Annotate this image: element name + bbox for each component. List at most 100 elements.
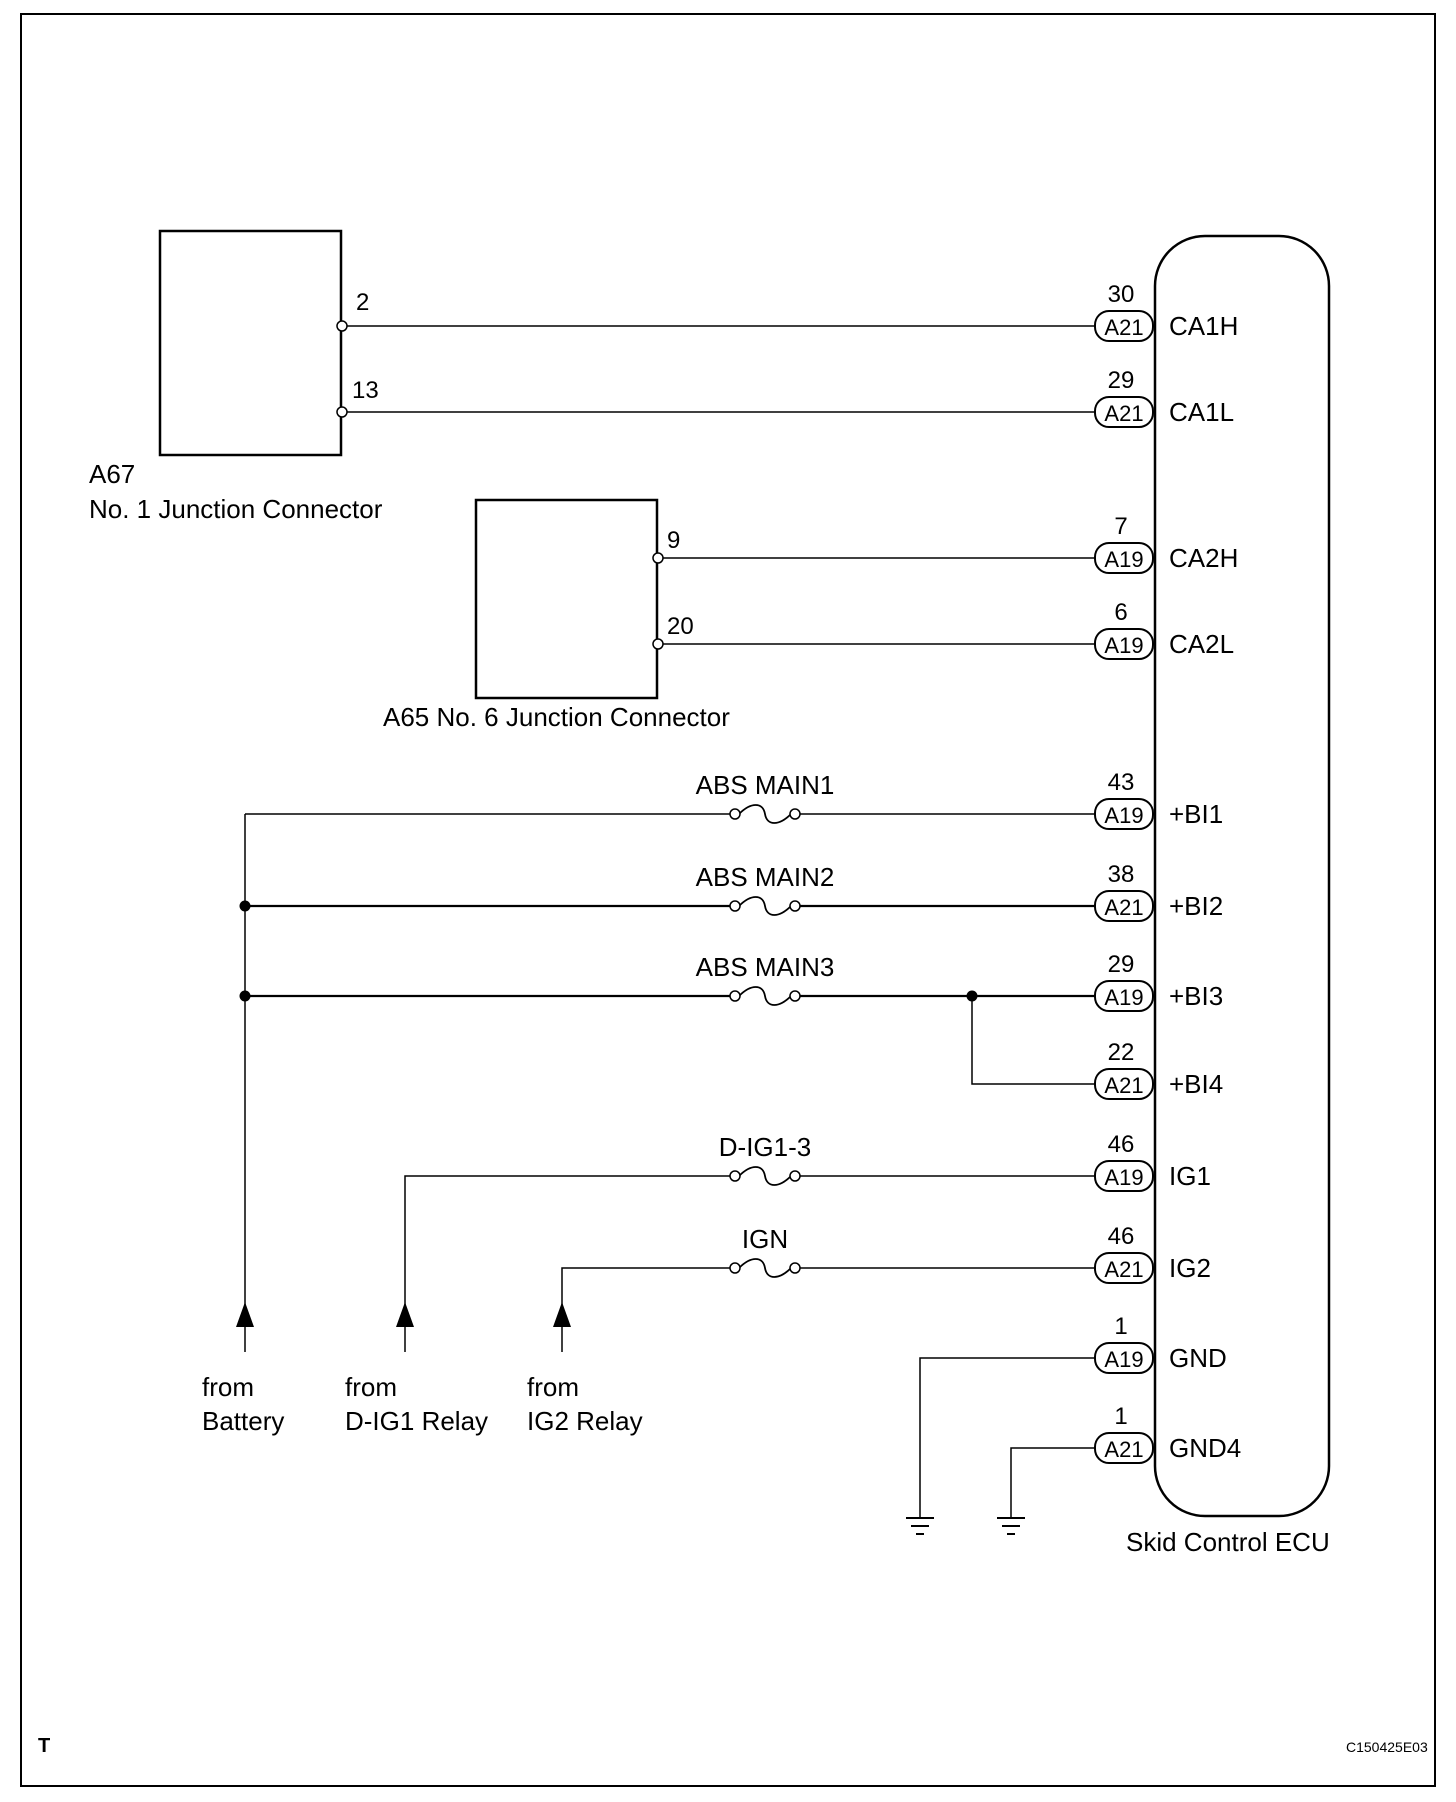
connector-code: A19 xyxy=(1104,803,1143,828)
pin-signal-name: +BI1 xyxy=(1169,799,1223,829)
connector-code: A19 xyxy=(1104,985,1143,1010)
junction-a65-box xyxy=(474,498,659,700)
pin-number: 22 xyxy=(1108,1039,1135,1066)
connector-code: A21 xyxy=(1104,1437,1143,1462)
source-label: IG2 Relay xyxy=(527,1406,643,1436)
junction-a67-pin: 2 xyxy=(356,289,369,316)
pin-signal-name: CA1H xyxy=(1169,311,1238,341)
junction-a65-pin: 20 xyxy=(667,613,694,640)
pin-number: 46 xyxy=(1108,1223,1135,1250)
connector-code: A21 xyxy=(1104,1073,1143,1098)
terminal-dot xyxy=(336,320,348,332)
fuse-icon xyxy=(738,986,792,1006)
junction-a67-pin: 13 xyxy=(352,377,379,404)
pin-signal-name: +BI4 xyxy=(1169,1069,1223,1099)
connector-badge xyxy=(1094,396,1154,428)
source-label: Battery xyxy=(202,1406,284,1436)
splice-dot xyxy=(966,990,978,1002)
fuse: IGN xyxy=(729,1224,801,1278)
connector-badge xyxy=(1094,542,1154,574)
fuse-label: IGN xyxy=(742,1224,788,1254)
junction-a65-label: A65 No. 6 Junction Connector xyxy=(383,702,730,732)
ecu-pin-group: A2130CA1HA2129CA1LA197CA2HA196CA2LA1943+… xyxy=(1094,281,1241,1464)
fuse-icon xyxy=(738,1258,792,1278)
fuse-label: ABS MAIN2 xyxy=(696,862,835,892)
connector-code: A19 xyxy=(1104,1165,1143,1190)
pin-signal-name: CA2H xyxy=(1169,543,1238,573)
connector-code: A21 xyxy=(1104,1257,1143,1282)
pin-signal-name: +BI2 xyxy=(1169,891,1223,921)
fuse: ABS MAIN2 xyxy=(696,862,835,916)
pin-number: 1 xyxy=(1114,1313,1127,1340)
arrow-up-icon xyxy=(553,1302,571,1327)
connector-badge xyxy=(1094,310,1154,342)
pin-number: 29 xyxy=(1108,367,1135,394)
wire-ig2 xyxy=(561,1267,1095,1352)
arrow-up-icon xyxy=(396,1302,414,1327)
connector-badge xyxy=(1094,1432,1154,1464)
pin-signal-name: CA1L xyxy=(1169,397,1234,427)
junction-a65-pin: 9 xyxy=(667,527,680,554)
ecu-pin: A19 43 +BI1 xyxy=(1094,769,1223,830)
sheet-mark: T xyxy=(38,1735,50,1757)
pin-number: 7 xyxy=(1114,513,1127,540)
pin-number: 43 xyxy=(1108,769,1135,796)
pin-number: 38 xyxy=(1108,861,1135,888)
terminal-dot xyxy=(652,638,664,650)
pin-number: 29 xyxy=(1108,951,1135,978)
fuse-icon xyxy=(738,804,792,824)
figure-code: C150425E03 xyxy=(1346,1739,1428,1755)
pin-signal-name: GND xyxy=(1169,1343,1227,1373)
fuse-icon xyxy=(738,896,792,916)
wire-bi4 xyxy=(971,996,1095,1085)
connector-badge xyxy=(1094,1068,1154,1100)
pin-signal-name: GND4 xyxy=(1169,1433,1241,1463)
connector-code: A19 xyxy=(1104,1347,1143,1372)
junction-a67-name: No. 1 Junction Connector xyxy=(89,494,383,524)
source-label: from xyxy=(345,1372,397,1402)
arrow-up-icon xyxy=(236,1302,254,1327)
wire-gnd xyxy=(919,1357,1095,1518)
junction-a67-code: A67 xyxy=(89,459,135,489)
connector-code: A21 xyxy=(1104,315,1143,340)
fuse-label: ABS MAIN1 xyxy=(696,770,835,800)
connector-code: A19 xyxy=(1104,547,1143,572)
source-label: D-IG1 Relay xyxy=(345,1406,488,1436)
source-label: from xyxy=(527,1372,579,1402)
connector-badge xyxy=(1094,628,1154,660)
terminal-dot xyxy=(652,552,664,564)
connector-badge xyxy=(1094,798,1154,830)
fuse-icon xyxy=(738,1166,792,1186)
ecu-pin: A21 38 +BI2 xyxy=(1094,861,1223,922)
fuse-label: ABS MAIN3 xyxy=(696,952,835,982)
connector-code: A21 xyxy=(1104,895,1143,920)
connector-badge xyxy=(1094,980,1154,1012)
fuse-label: D-IG1-3 xyxy=(719,1132,811,1162)
pin-number: 6 xyxy=(1114,599,1127,626)
connector-badge xyxy=(1094,1342,1154,1374)
wire-ig1 xyxy=(404,1175,1095,1352)
ecu-pin: A21 22 +BI4 xyxy=(1094,1039,1223,1100)
junction-a67-box xyxy=(158,229,343,457)
pin-number: 46 xyxy=(1108,1131,1135,1158)
ground-icon xyxy=(997,1517,1025,1535)
pin-signal-name: IG2 xyxy=(1169,1253,1211,1283)
connector-code: A21 xyxy=(1104,401,1143,426)
pin-signal-name: CA2L xyxy=(1169,629,1234,659)
fuse: D-IG1-3 xyxy=(719,1132,811,1186)
pin-number: 1 xyxy=(1114,1403,1127,1430)
source-label: from xyxy=(202,1372,254,1402)
splice-dot xyxy=(239,990,251,1002)
wire-gnd4 xyxy=(1010,1447,1095,1518)
